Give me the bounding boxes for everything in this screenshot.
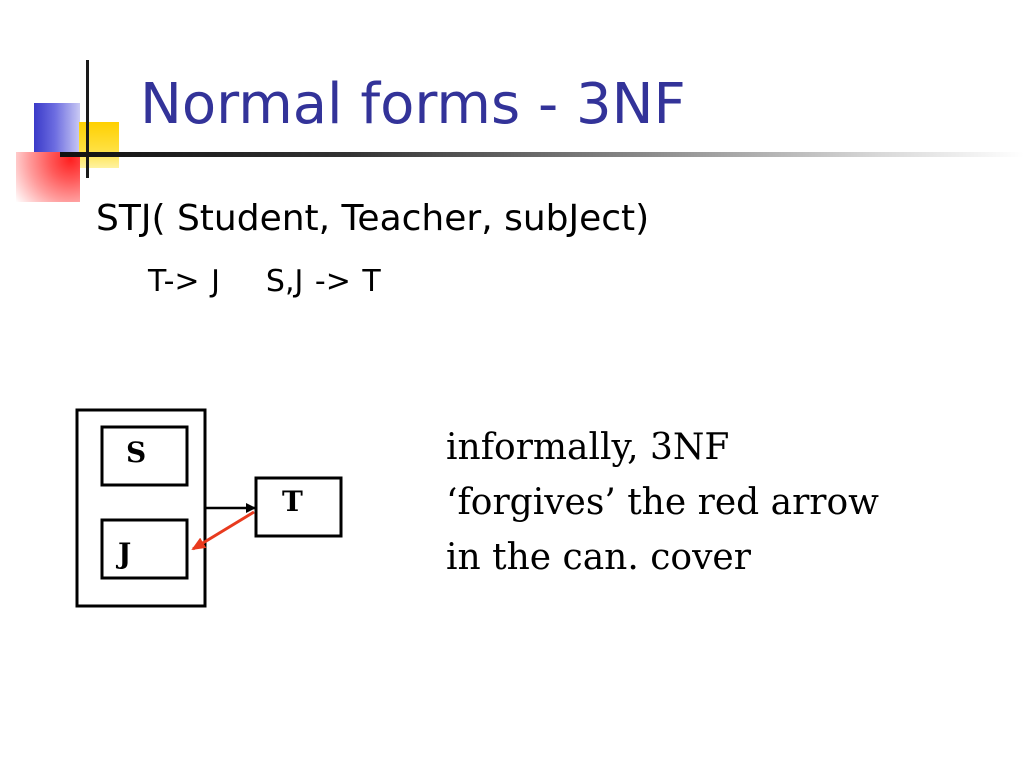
explanation-note: informally, 3NF ‘forgives’ the red arrow…	[446, 420, 879, 585]
decorative-vertical-line	[86, 60, 89, 178]
decorative-red-square	[16, 152, 80, 202]
node-s: S	[100, 425, 189, 487]
note-line-2: ‘forgives’ the red arrow	[446, 482, 879, 523]
node-t-box	[254, 476, 343, 538]
node-j: J	[100, 518, 189, 580]
key-group-box	[75, 408, 207, 608]
node-j-box	[100, 518, 189, 580]
node-j-label: J	[115, 537, 131, 570]
decorative-yellow-square	[79, 122, 119, 168]
note-line-1: informally, 3NF	[446, 427, 730, 468]
red-arrow-t-to-j	[191, 510, 255, 551]
functional-dependencies: T-> J S,J -> T	[148, 264, 381, 299]
node-t-label: T	[282, 485, 303, 518]
fd-sj-to-t: S,J -> T	[265, 264, 381, 299]
node-s-label: S	[126, 436, 146, 469]
slide-title: Normal forms - 3NF	[140, 72, 686, 137]
decorative-blue-square	[34, 103, 80, 153]
fd-t-to-j: T-> J	[148, 264, 220, 299]
relation-schema: STJ( Student, Teacher, subJect)	[96, 198, 650, 239]
note-line-3: in the can. cover	[446, 537, 751, 578]
title-underline	[60, 152, 1024, 157]
node-t: T	[254, 476, 343, 538]
node-s-box	[100, 425, 189, 487]
